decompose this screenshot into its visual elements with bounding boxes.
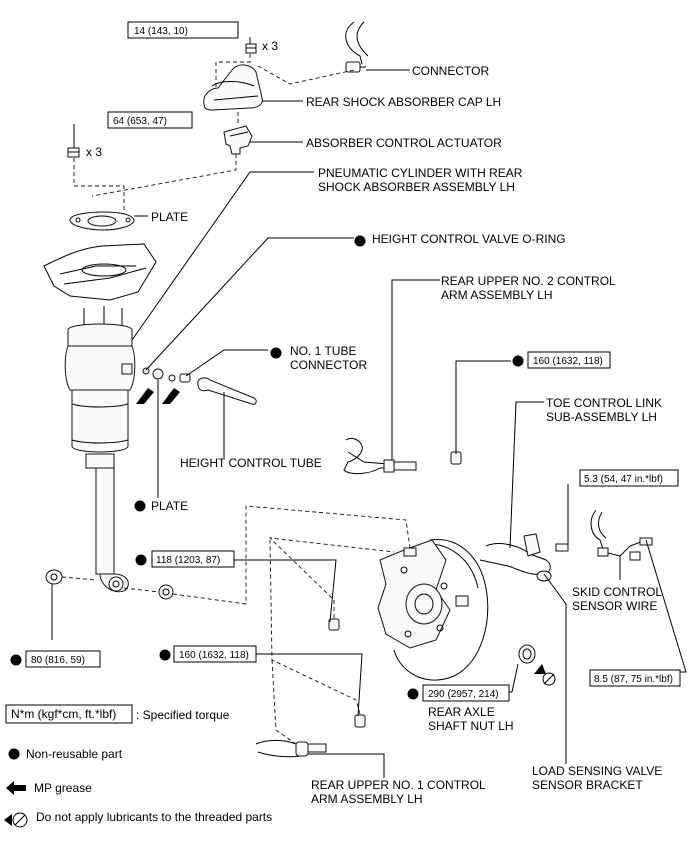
leader-lines (51, 37, 687, 778)
label-bracket-1: LOAD SENSING VALVE (532, 764, 662, 778)
toe-control-link (479, 533, 552, 582)
label-upper2-2: ARM ASSEMBLY LH (441, 288, 553, 302)
torque-sensor: 5.3 (54, 47 in.*lbf) (584, 474, 663, 485)
grease-arrow-icon (162, 388, 180, 404)
label-bracket-2: SENSOR BRACKET (532, 778, 643, 792)
grease-arrow-icon (136, 388, 154, 404)
label-toe-2: SUB-ASSEMBLY LH (546, 410, 657, 424)
label-axle-nut-2: SHAFT NUT LH (428, 719, 514, 733)
label-axle-nut-1: REAR AXLE (428, 705, 495, 719)
filled-circle-icon (8, 748, 20, 760)
skid-control-sensor-wire (590, 509, 647, 561)
sensor-bolt-icon (555, 543, 569, 552)
torque-axle-nut: 290 (2957, 214) (428, 689, 499, 700)
rear-axle-shaft-nut (518, 644, 536, 664)
upper1-nut-icon (354, 714, 366, 728)
legend-no-lube: Do not apply lubricants to the threaded … (36, 810, 272, 824)
torque-box-bracket: 8.5 (87, 75 in.*lbf) (589, 669, 681, 687)
label-plate-low: PLATE (151, 499, 188, 513)
pneumatic-cylinder-shock (64, 306, 136, 593)
label-tube-conn-2: CONNECTOR (290, 358, 367, 372)
label-actuator: ABSORBER CONTROL ACTUATOR (306, 136, 502, 150)
legend-torque-unit: N*m (kgf*cm, ft.*lbf) (11, 707, 116, 721)
label-upper2-1: REAR UPPER NO. 2 CONTROL (441, 274, 616, 288)
label-skid-2: SENSOR WIRE (572, 599, 657, 613)
arrow-left-icon (6, 781, 26, 795)
legend-mp-grease: MP grease (34, 781, 92, 795)
torque-lower-mount: 80 (816, 59) (31, 655, 85, 666)
label-height-tube: HEIGHT CONTROL TUBE (180, 456, 322, 470)
legend: N*m (kgf*cm, ft.*lbf) : Specified torque… (4, 704, 272, 828)
torque-box-upper2: 160 (1632, 118) (512, 351, 611, 369)
torque-box-mount: 64 (653, 47) (107, 111, 193, 129)
torque-box-upper1: 160 (1632, 118) (159, 645, 257, 663)
legend-torque-box (5, 704, 133, 724)
torque-box-lower-mount: 80 (816, 59) (10, 650, 101, 668)
torque-upper2: 160 (1632, 118) (533, 356, 603, 367)
torque-cap: 14 (143, 10) (134, 26, 188, 37)
label-plate-top: PLATE (151, 210, 188, 224)
tube-connector-part (179, 373, 191, 383)
torque-bracket: 8.5 (87, 75 in.*lbf) (594, 674, 673, 685)
qty-cap: x 3 (262, 39, 278, 53)
label-skid-1: SKID CONTROL (572, 585, 662, 599)
no-lubricant-icon (534, 664, 556, 686)
torque-upper1: 160 (1632, 118) (179, 650, 249, 661)
upper-plate (69, 211, 135, 231)
label-upper1-1: REAR UPPER NO. 1 CONTROL (311, 778, 486, 792)
lower-plate-part (152, 368, 164, 380)
no-lubricant-legend-icon (4, 812, 28, 828)
nonreusable-icon (134, 500, 146, 512)
torque-box-toe: 118 (1203, 87) (135, 550, 235, 568)
height-control-valve-o-ring (142, 367, 150, 375)
knuckle-and-backing-plate (377, 539, 489, 681)
torque-box-sensor: 5.3 (54, 47 in.*lbf) (579, 469, 679, 487)
label-upper1-2: ARM ASSEMBLY LH (311, 792, 423, 806)
qty-mount: x 3 (86, 145, 102, 159)
label-connector: CONNECTOR (412, 64, 489, 78)
nonreusable-icon (354, 235, 366, 247)
body-mount-bracket (43, 243, 157, 301)
torque-toe: 118 (1203, 87) (156, 555, 220, 566)
nonreusable-icon (270, 347, 282, 359)
label-tube-conn-1: NO. 1 TUBE (290, 344, 356, 358)
label-cap: REAR SHOCK ABSORBER CAP LH (306, 95, 501, 109)
torque-box-cap: 14 (143, 10) (127, 21, 239, 39)
o-ring-2 (168, 374, 176, 382)
toe-link-nut-icon (328, 618, 340, 631)
mount-nut-icon (67, 147, 80, 158)
rear-upper-no2-arm (343, 437, 417, 475)
height-control-tube (197, 377, 257, 405)
connector-part (345, 21, 369, 73)
label-oring: HEIGHT CONTROL VALVE O-RING (372, 232, 566, 246)
shock-absorber-cap (203, 64, 263, 111)
lower-mount-washer-right (158, 584, 174, 600)
legend-torque-label: : Specified torque (136, 708, 230, 722)
absorber-control-actuator (223, 125, 253, 155)
torque-mount: 64 (653, 47) (113, 116, 167, 127)
cap-nut-icon (245, 43, 257, 54)
label-toe-1: TOE CONTROL LINK (546, 396, 662, 410)
torque-box-axle-nut: 290 (2957, 214) (407, 684, 510, 702)
label-pneumatic-1: PNEUMATIC CYLINDER WITH REAR (318, 166, 523, 180)
label-pneumatic-2: SHOCK ABSORBER ASSEMBLY LH (318, 180, 515, 194)
lower-mount-washer-left (45, 569, 63, 585)
rear-upper-no1-arm (255, 739, 327, 758)
legend-nonreusable: Non-reusable part (26, 747, 123, 761)
